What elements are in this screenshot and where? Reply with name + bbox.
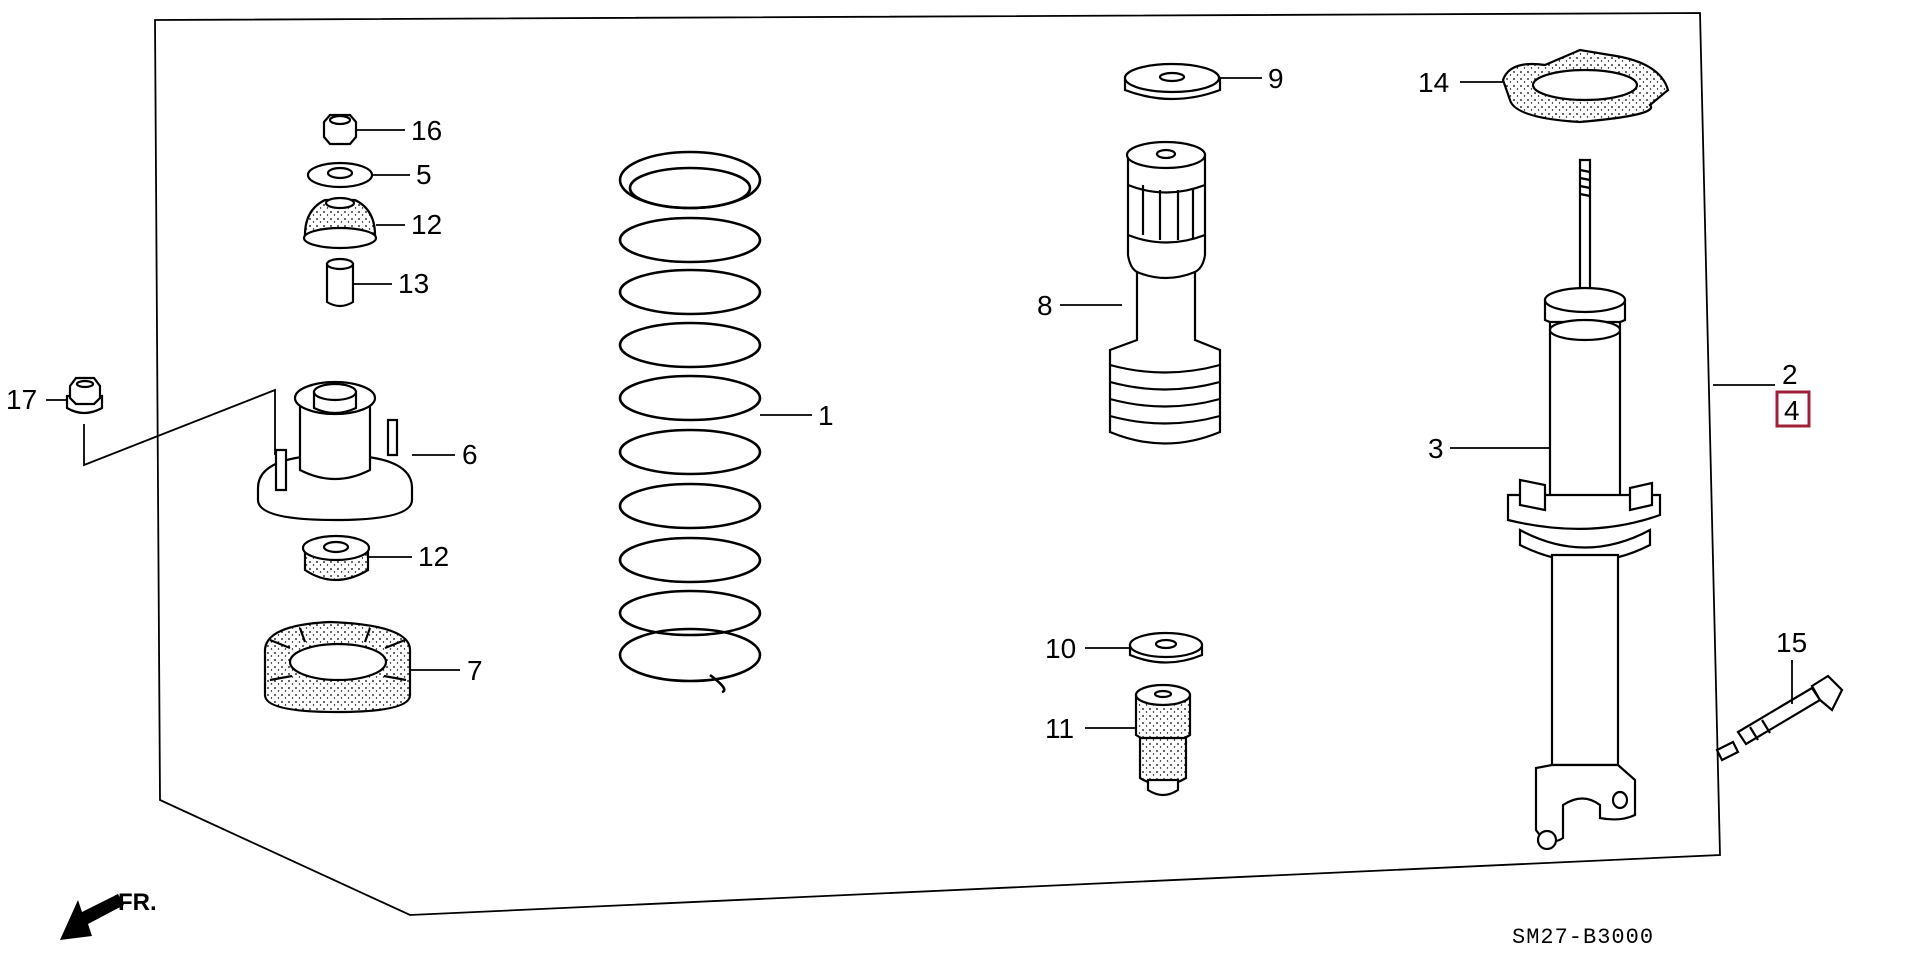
nut-part-16[interactable] (322, 113, 405, 146)
mount-base-part-6[interactable] (83, 380, 455, 522)
bump-stop-part-11[interactable] (1085, 683, 1192, 797)
bolt-part-15[interactable] (1715, 660, 1844, 762)
callout-9: 9 (1268, 63, 1284, 94)
washer-part-5[interactable] (306, 161, 410, 189)
collar-part-13[interactable] (325, 257, 392, 308)
callout-7: 7 (467, 655, 483, 686)
callout-4[interactable]: 4 (1784, 395, 1800, 426)
callout-8: 8 (1037, 290, 1053, 321)
highlight-box-part-4 (1775, 390, 1811, 428)
fr-label: FR. (118, 889, 157, 916)
nut-part-17[interactable] (46, 376, 104, 415)
diagram-code: SM27-B3000 (1512, 925, 1654, 950)
callout-13: 13 (398, 268, 429, 299)
coil-spring-part-1[interactable] (618, 150, 812, 694)
callout-12-lower: 12 (418, 541, 449, 572)
callout-5: 5 (416, 159, 432, 190)
assembly-outline (154, 12, 1721, 916)
callout-15: 15 (1776, 627, 1807, 658)
callout-6: 6 (462, 439, 478, 470)
callout-1: 1 (818, 400, 834, 431)
washer-part-9[interactable] (1123, 62, 1262, 101)
callout-3: 3 (1428, 433, 1444, 464)
upper-spring-seat-part-14[interactable] (1460, 48, 1670, 124)
bushing-part-12-lower[interactable] (301, 534, 412, 581)
washer-part-10[interactable] (1085, 631, 1204, 664)
callout-2: 2 (1782, 359, 1798, 390)
callout-10: 10 (1045, 633, 1076, 664)
bushing-part-12-upper[interactable] (302, 196, 405, 250)
damper-part-3[interactable] (1450, 158, 1662, 851)
callout-12-upper: 12 (411, 209, 442, 240)
spring-seat-part-7[interactable] (263, 620, 460, 714)
dust-boot-part-8[interactable] (1060, 140, 1222, 445)
callout-11: 11 (1045, 713, 1074, 744)
front-direction-arrow: FR. (60, 889, 157, 940)
callout-14: 14 (1418, 67, 1449, 98)
callout-17: 17 (6, 384, 37, 415)
callout-16: 16 (411, 115, 442, 146)
